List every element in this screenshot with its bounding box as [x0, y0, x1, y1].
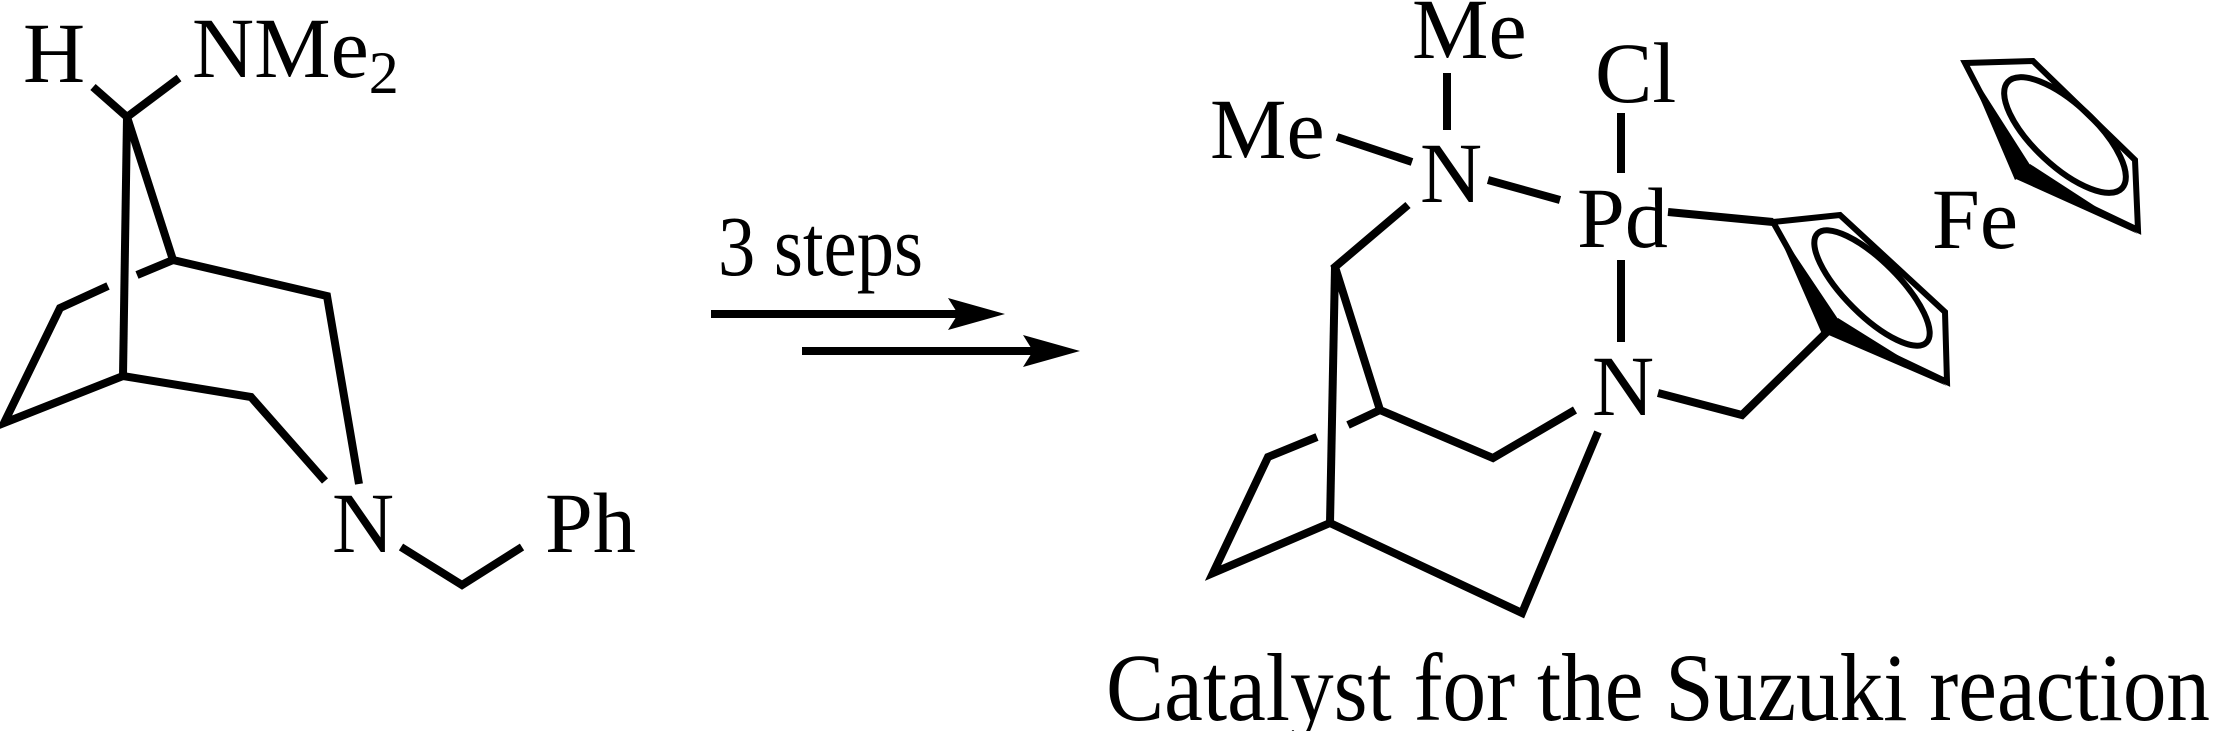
bond-n1-ch2-c1-ch2-n2: [1330, 201, 1578, 463]
bond-n2-ch2-cp: [1656, 324, 1835, 420]
atom-label-me-top: Me: [1412, 0, 1527, 77]
product-bonds: [1204, 73, 1835, 619]
atom-label-h: H: [23, 5, 85, 101]
reactant-bonds: [0, 74, 525, 590]
arrow-2-head: [1023, 335, 1080, 367]
atom-label-cl: Cl: [1595, 25, 1676, 121]
ferrocene-upper-cp-ring: [1960, 57, 2142, 235]
bond-c1-back: [135, 256, 175, 279]
bond-n-ch2-ph: [398, 543, 525, 590]
product-caption: Catalyst for the Suzuki reaction: [1106, 634, 2210, 731]
bond-ring-lower: [0, 282, 329, 484]
cp-ring-bold-edge: [1773, 222, 1840, 334]
cp-ring-bold-edge: [1965, 63, 2032, 180]
bond-me-left-n: [1335, 133, 1414, 166]
reactant-structure: H NMe2 N Ph: [0, 0, 636, 590]
atom-label-n1: N: [1420, 125, 1482, 221]
arrow-1-head: [948, 298, 1005, 330]
bond-c-nme2: [124, 74, 182, 121]
bond-n1-pd: [1486, 176, 1562, 204]
bond-ring-lower: [1204, 430, 1602, 619]
bond-bridge-right: [123, 115, 177, 262]
bond-bridge-vertical: [1326, 266, 1339, 524]
reaction-arrows: 3 steps: [711, 198, 1080, 367]
atom-label-pd: Pd: [1577, 170, 1668, 266]
ferrocene-lower-cp-ring: [1768, 211, 1951, 387]
bond-c1-ch2-n: [172, 256, 363, 485]
atom-label-ph: Ph: [545, 475, 636, 571]
nme-subscript: 2: [369, 40, 399, 106]
bond-pd-cp: [1667, 208, 1774, 226]
arrow-label: 3 steps: [718, 198, 923, 294]
product-structure: Me Me N Cl Pd Fe N: [1106, 0, 2210, 731]
bond-h-c: [90, 84, 130, 120]
atom-label-nme2: NMe2: [192, 0, 399, 106]
atom-label-n: N: [332, 475, 394, 571]
atom-label-fe: Fe: [1932, 171, 2018, 267]
cp-ring-bold-edge: [2016, 164, 2138, 234]
cp-aromatic-circle: [1811, 227, 1933, 349]
nme-text: NMe: [192, 0, 369, 96]
atom-label-me-left: Me: [1210, 81, 1325, 177]
atom-label-n2: N: [1592, 338, 1654, 434]
bond-c1-back: [1346, 406, 1382, 429]
cp-ring-bold-edge: [1824, 318, 1947, 386]
bond-bridge-vertical: [119, 116, 131, 377]
cp-aromatic-circle: [2001, 74, 2129, 196]
